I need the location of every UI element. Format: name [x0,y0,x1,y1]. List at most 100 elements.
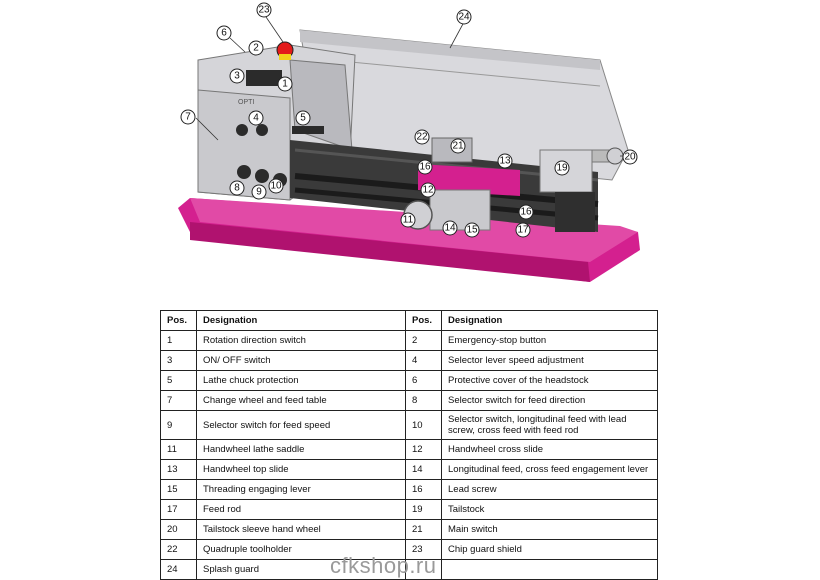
cell-designation: Lead screw [441,479,658,500]
svg-text:19: 19 [556,163,568,174]
svg-text:24: 24 [458,12,470,23]
svg-text:2: 2 [253,43,259,54]
cell-designation: Lathe chuck protection [196,370,406,391]
callout-16a: 16 [417,159,433,175]
cell-designation: Handwheel top slide [196,459,406,480]
cell-designation: Selector switch, longitudinal feed with … [441,410,658,440]
cell-designation: Main switch [441,519,658,540]
callout-13: 13 [497,153,513,169]
cell-designation: Emergency-stop button [441,330,658,351]
table-row: 7 Change wheel and feed table 8 Selector… [160,390,658,411]
selector-knob [256,124,268,136]
svg-text:11: 11 [403,215,414,226]
callout-22: 21 [450,138,466,154]
cell-designation: Handwheel cross slide [441,439,658,460]
cell-designation: Selector switch for feed direction [441,390,658,411]
chuck-guard [292,126,324,134]
table-header-row: Pos. Designation Pos. Designation [160,310,658,331]
control-panel [246,70,282,86]
table-row: 24 Splash guard [160,559,658,580]
callout-6: 6 [216,25,232,41]
cell-pos: 10 [405,410,442,440]
callout-3: 3 [229,68,245,84]
cell-pos: 3 [160,350,197,371]
svg-text:16: 16 [419,162,431,173]
svg-text:23: 23 [258,5,270,16]
svg-text:20: 20 [624,152,636,163]
cell-designation: Selector lever speed adjustment [441,350,658,371]
cell-pos: 7 [160,390,197,411]
selector-knob [237,165,251,179]
table-row: 5 Lathe chuck protection 6 Protective co… [160,370,658,391]
svg-text:16: 16 [520,207,532,218]
callout-8: 8 [229,180,245,196]
svg-text:6: 6 [221,28,227,39]
table-row: 17 Feed rod 19 Tailstock [160,499,658,520]
callout-20: 20 [622,149,638,165]
callout-14: 14 [442,220,458,236]
callout-5: 5 [295,110,311,126]
callout-9: 9 [251,184,267,200]
callout-2: 2 [248,40,264,56]
splash-guard-edge [329,59,601,87]
svg-text:9: 9 [256,187,262,198]
header-pos: Pos. [405,310,442,331]
cell-designation: Tailstock sleeve hand wheel [196,519,406,540]
svg-text:13: 13 [499,156,511,167]
cell-pos: 9 [160,410,197,440]
cell-designation [441,559,658,580]
splash-tray-front [190,222,590,282]
leader-lines [195,13,628,157]
watermark: cfkshop.ru [330,553,437,578]
callout-21: 23 [256,2,272,18]
callout-1: 1 [277,76,293,92]
header-designation: Designation [441,310,658,331]
cell-designation: Threading engaging lever [196,479,406,500]
cell-pos: 24 [160,559,197,580]
cell-designation: Chip guard shield [441,539,658,560]
table-row: 1 Rotation direction switch 2 Emergency-… [160,330,658,351]
table-row: 9 Selector switch for feed speed 10 Sele… [160,410,658,440]
cell-pos: 6 [405,370,442,391]
cell-pos: 22 [160,539,197,560]
cell-pos: 11 [160,439,197,460]
callout-12: 12 [420,182,436,198]
table-row: 3 ON/ OFF switch 4 Selector lever speed … [160,350,658,371]
svg-text:15: 15 [466,225,478,236]
splash-guard-top [300,30,600,70]
svg-text:7: 7 [185,112,191,123]
saddle [418,164,520,196]
cell-pos: 17 [160,499,197,520]
parts-table: Pos. Designation Pos. Designation 1 Rota… [160,310,658,580]
selector-knob [236,124,248,136]
table-row: 13 Handwheel top slide 14 Longitudinal f… [160,459,658,480]
svg-text:3: 3 [234,71,240,82]
cell-designation: Change wheel and feed table [196,390,406,411]
brand-text: OPTI [238,99,254,106]
cell-pos: 8 [405,390,442,411]
callout-10: 10 [268,178,284,194]
cell-pos: 14 [405,459,442,480]
svg-text:10: 10 [270,181,282,192]
svg-text:21: 21 [452,141,464,152]
callout-23: 22 [414,129,430,145]
svg-text:17: 17 [517,225,529,236]
header-designation: Designation [196,310,406,331]
svg-text:5: 5 [300,113,306,124]
table-row: 11 Handwheel lathe saddle 12 Handwheel c… [160,439,658,460]
svg-text:22: 22 [416,132,428,143]
callout-7: 7 [180,109,196,125]
callout-19: 19 [554,160,570,176]
cell-designation: Tailstock [441,499,658,520]
cell-pos: 13 [160,459,197,480]
lathe-diagram: OPTI 24 23 6 2 3 1 7 4 5 8 9 10 22 21 13… [178,2,640,282]
callout-24: 24 [456,9,472,25]
cell-pos: 2 [405,330,442,351]
callout-17a: 17 [515,222,531,238]
callout-11: 11 [400,212,416,228]
svg-text:12: 12 [422,185,434,196]
cell-designation: Handwheel lathe saddle [196,439,406,460]
cell-designation: Protective cover of the headstock [441,370,658,391]
svg-text:4: 4 [253,113,259,124]
cell-pos: 4 [405,350,442,371]
